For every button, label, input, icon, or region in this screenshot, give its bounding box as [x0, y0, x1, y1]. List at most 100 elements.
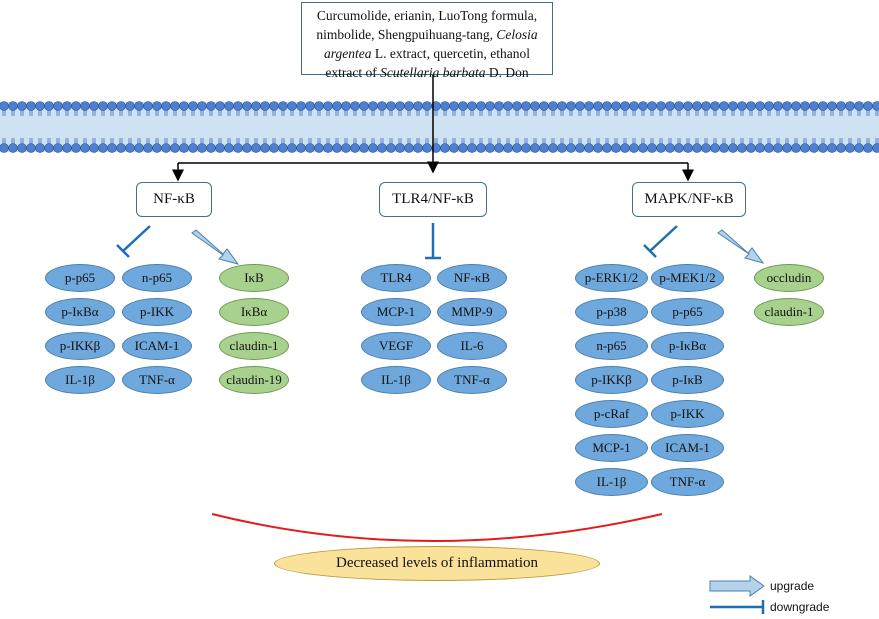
lipid-head [746, 101, 756, 111]
lipid-head [71, 101, 81, 111]
mapk-down-marker: p-IKKβ [575, 366, 648, 394]
treatment-compounds-box: Curcumolide, erianin, LuoTong formula, n… [301, 2, 553, 80]
lipid-head [62, 143, 72, 153]
lipid-head [260, 143, 270, 153]
lipid-head [719, 101, 729, 111]
lipid-head [512, 101, 522, 111]
tlr4-down-marker: TLR4 [361, 264, 431, 292]
compound-text: D. Don [485, 65, 529, 80]
nfkb-up-marker: IκB [219, 264, 289, 292]
mapk-down-marker: ICAM-1 [651, 434, 724, 462]
lipid-head [0, 101, 9, 111]
lipid-head [548, 143, 558, 153]
nfkb-down-marker: p-p65 [45, 264, 115, 292]
mapk-down-marker: p-IKK [651, 400, 724, 428]
lipid-head [395, 101, 405, 111]
lipid-head [314, 143, 324, 153]
legend-downgrade-label: downgrade [770, 600, 830, 614]
compound-text: Curcumolide, erianin, LuoTong formula, n… [316, 8, 538, 42]
compound-text: Celosia argentea [323, 27, 538, 61]
lipid-head [89, 143, 99, 153]
lipid-head [629, 101, 639, 111]
tlr4-down-marker: NF-κB [437, 264, 507, 292]
lipid-head [863, 143, 873, 153]
lipid-head [800, 143, 810, 153]
lipid-head [233, 101, 243, 111]
inhibit-symbol-tlr4 [425, 223, 441, 260]
lipid-head [62, 101, 72, 111]
lipid-head [467, 101, 477, 111]
lipid-head [665, 101, 675, 111]
lipid-head [170, 143, 180, 153]
compound-text: Scutellaria barbata [380, 65, 486, 80]
lipid-head [827, 143, 837, 153]
lipid-head [728, 143, 738, 153]
nfkb-down-marker: p-IκBα [45, 298, 115, 326]
lipid-head [440, 143, 450, 153]
lipid-head [521, 101, 531, 111]
pathway-mapk-title: MAPK/NF-κB [632, 182, 746, 217]
lipid-head [377, 143, 387, 153]
tlr4-down-marker: TNF-α [437, 366, 507, 394]
lipid-head [737, 143, 747, 153]
lipid-head [755, 143, 765, 153]
lipid-head [584, 143, 594, 153]
lipid-head [656, 101, 666, 111]
lipid-head [143, 101, 153, 111]
lipid-head [125, 101, 135, 111]
lipid-head [224, 101, 234, 111]
tlr4-down-marker: VEGF [361, 332, 431, 360]
inhibit-symbol-mapk [643, 225, 678, 258]
lipid-head [35, 143, 45, 153]
lipid-head [287, 143, 297, 153]
lipid-head [314, 101, 324, 111]
lipid-head [251, 101, 261, 111]
lipid-head [278, 143, 288, 153]
lipid-head [764, 101, 774, 111]
lipid-head [755, 101, 765, 111]
lipid-head [620, 101, 630, 111]
lipid-head [494, 101, 504, 111]
lipid-head [89, 101, 99, 111]
lipid-head [485, 101, 495, 111]
lipid-head [134, 143, 144, 153]
tlr4-down-marker: IL-1β [361, 366, 431, 394]
lipid-head [602, 101, 612, 111]
lipid-head [224, 143, 234, 153]
lipid-head [764, 143, 774, 153]
lipid-head [710, 101, 720, 111]
lipid-head [818, 101, 828, 111]
lipid-head [593, 143, 603, 153]
mapk-down-marker: p-ERK1/2 [575, 264, 648, 292]
convergence-curve [211, 513, 663, 542]
mapk-up-marker: occludin [754, 264, 824, 292]
lipid-head [125, 143, 135, 153]
lipid-head [17, 143, 27, 153]
lipid-head [845, 101, 855, 111]
lipid-head [332, 143, 342, 153]
lipid-head [26, 101, 36, 111]
lipid-head [449, 143, 459, 153]
lipid-head [674, 143, 684, 153]
mapk-down-marker: p-MEK1/2 [651, 264, 724, 292]
lipid-head [836, 101, 846, 111]
lipid-head [413, 101, 423, 111]
lipid-head [638, 143, 648, 153]
lipid-head [647, 101, 657, 111]
lipid-head [818, 143, 828, 153]
lipid-head [386, 101, 396, 111]
lipid-head [368, 101, 378, 111]
lipid-head [215, 143, 225, 153]
tlr4-down-marker: MCP-1 [361, 298, 431, 326]
lipid-head [323, 101, 333, 111]
compound-text: L. extract, quercetin, ethanol extract o… [325, 46, 531, 80]
lipid-head [791, 143, 801, 153]
mapk-down-marker: TNF-α [651, 468, 724, 496]
nfkb-down-marker: p-IKK [122, 298, 192, 326]
nfkb-down-marker: IL-1β [45, 366, 115, 394]
lipid-head [656, 143, 666, 153]
lipid-head [773, 101, 783, 111]
lipid-head [593, 101, 603, 111]
lipid-head [98, 101, 108, 111]
